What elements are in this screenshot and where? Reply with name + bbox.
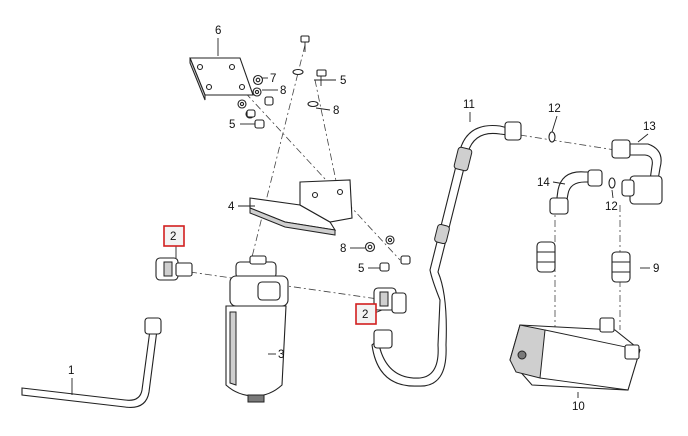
callout-2b[interactable]: 2 [362, 309, 368, 321]
callout-9[interactable]: 9 [653, 263, 659, 275]
part-1-suction-tube[interactable] [21, 317, 162, 408]
part-2-elbow-fitting-left[interactable] [155, 257, 193, 281]
callout-3[interactable]: 3 [278, 349, 284, 361]
part-6-mounting-plate[interactable] [189, 57, 254, 101]
callout-5a[interactable]: 5 [340, 75, 346, 87]
callout-13[interactable]: 13 [643, 121, 656, 133]
part-11-hose[interactable] [371, 121, 522, 387]
callout-10[interactable]: 10 [572, 401, 585, 413]
part-2-elbow-fitting-right[interactable] [373, 287, 407, 314]
callout-1[interactable]: 1 [68, 365, 74, 377]
callout-labels: 6 7 8 5 8 5 4 8 5 2 2 1 3 11 12 13 14 12… [68, 25, 659, 413]
callout-2b-highlight-box [355, 303, 377, 325]
part-9-adapters[interactable] [536, 241, 631, 283]
callout-14[interactable]: 14 [537, 177, 550, 189]
callout-2a-highlight-box [163, 225, 185, 247]
callout-12b[interactable]: 12 [605, 201, 618, 213]
part-3-filter-housing[interactable] [225, 255, 289, 403]
callout-6[interactable]: 6 [215, 25, 221, 37]
part-13-elbow-tube[interactable] [611, 139, 663, 205]
callout-11[interactable]: 11 [463, 99, 475, 111]
callout-5c[interactable]: 5 [358, 263, 364, 275]
hardware-group-upper-center[interactable] [292, 35, 327, 108]
part-14-small-elbow[interactable] [549, 169, 603, 215]
part-10-heat-exchanger[interactable] [509, 317, 641, 391]
callout-8a[interactable]: 8 [280, 85, 286, 97]
callout-2a[interactable]: 2 [170, 231, 176, 243]
callout-8c[interactable]: 8 [340, 243, 346, 255]
hardware-group-lower[interactable] [364, 235, 411, 272]
callout-12a[interactable]: 12 [548, 103, 561, 115]
callout-5b[interactable]: 5 [229, 119, 235, 131]
callout-7[interactable]: 7 [270, 73, 276, 85]
callout-8b[interactable]: 8 [333, 105, 339, 117]
callout-4[interactable]: 4 [228, 201, 235, 213]
part-4-bracket[interactable] [249, 179, 353, 236]
part-12-o-rings[interactable] [548, 131, 616, 189]
